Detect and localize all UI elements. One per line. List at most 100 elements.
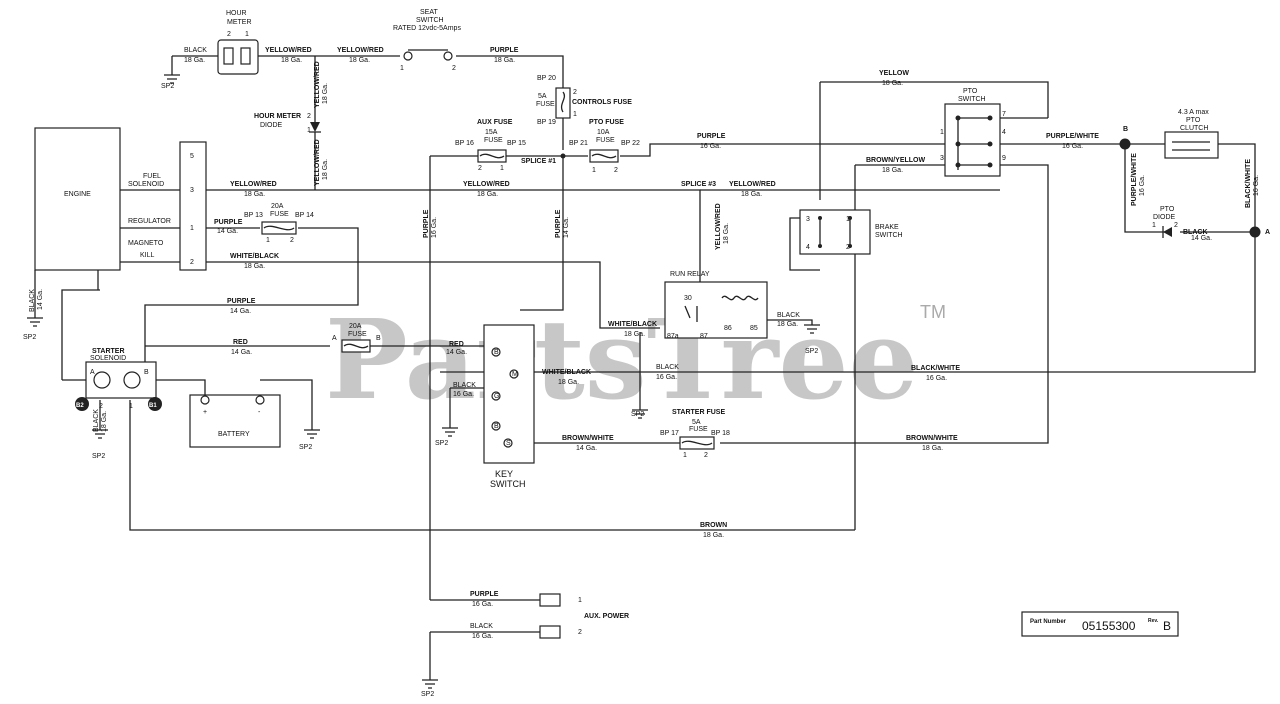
battery: + - BATTERY: [189, 394, 281, 448]
revision: B: [1163, 619, 1171, 633]
run-relay: RUN RELAY 30 86 85 87a 87 SPLICE #3: [664, 181, 768, 340]
svg-text:18 Ga.: 18 Ga.: [244, 263, 265, 270]
svg-text:BLACK: BLACK: [1183, 229, 1208, 236]
regulator-fuse: 20A FUSE BP 13 BP 14 1 2: [244, 203, 314, 244]
part-number-box: Part Number 05155300 Rev. B: [1021, 611, 1179, 637]
svg-text:3: 3: [190, 187, 194, 194]
starter-fuse: STARTER FUSE 5A FUSE BP 17 BP 18 1 2: [660, 409, 730, 459]
svg-text:BROWN/YELLOW: BROWN/YELLOW: [866, 157, 925, 164]
svg-text:BROWN/WHITE: BROWN/WHITE: [906, 435, 958, 442]
svg-text:YELLOW/RED: YELLOW/RED: [314, 139, 321, 186]
svg-text:B2: B2: [76, 403, 84, 409]
svg-text:BP 22: BP 22: [621, 140, 640, 147]
svg-text:1: 1: [400, 65, 404, 72]
svg-text:YELLOW/RED: YELLOW/RED: [715, 203, 722, 250]
svg-text:PURPLE/WHITE: PURPLE/WHITE: [1131, 153, 1138, 206]
svg-text:14 Ga.: 14 Ga.: [230, 308, 251, 315]
svg-text:PURPLE: PURPLE: [423, 209, 430, 238]
watermark-tm: TM: [920, 302, 946, 322]
svg-text:5: 5: [190, 153, 194, 160]
svg-text:HOUR: HOUR: [226, 10, 247, 17]
svg-text:PURPLE: PURPLE: [490, 47, 519, 54]
svg-text:1: 1: [578, 597, 582, 604]
svg-text:PURPLE: PURPLE: [227, 298, 256, 305]
engine-block: ENGINE FUEL SOLENOID REGULATOR MAGNETO K…: [34, 127, 207, 271]
svg-text:M: M: [512, 371, 518, 378]
svg-text:1: 1: [846, 216, 850, 223]
svg-text:B: B: [494, 349, 499, 356]
part-number-label: Part Number: [1030, 619, 1067, 625]
svg-text:SOLENOID: SOLENOID: [128, 181, 164, 188]
svg-text:DIODE: DIODE: [260, 122, 283, 129]
red-fuse: 20A FUSE A B: [332, 323, 381, 353]
svg-text:2: 2: [227, 31, 231, 38]
svg-text:PURPLE: PURPLE: [470, 591, 499, 598]
svg-text:WHITE/BLACK: WHITE/BLACK: [230, 253, 279, 260]
svg-text:18 Ga.: 18 Ga.: [101, 411, 108, 432]
starter-solenoid: STARTER SOLENOID A B B2 B1 2 1: [75, 348, 162, 411]
svg-text:18 Ga.: 18 Ga.: [322, 83, 329, 104]
svg-text:20A: 20A: [271, 203, 284, 210]
svg-text:G: G: [494, 393, 499, 400]
svg-text:FUSE: FUSE: [348, 331, 367, 338]
key-switch: B M G B S KEY SWITCH: [483, 324, 535, 489]
svg-text:1: 1: [266, 237, 270, 244]
svg-text:1: 1: [190, 225, 194, 232]
svg-text:BP 17: BP 17: [660, 430, 679, 437]
svg-text:15A: 15A: [485, 129, 498, 136]
svg-text:+: +: [203, 409, 207, 416]
svg-text:1: 1: [1152, 222, 1156, 229]
svg-text:B: B: [144, 369, 149, 376]
svg-text:2: 2: [846, 244, 850, 251]
svg-text:16 Ga.: 16 Ga.: [700, 143, 721, 150]
svg-text:BRAKE: BRAKE: [875, 224, 899, 231]
svg-text:AUX FUSE: AUX FUSE: [477, 119, 513, 126]
svg-text:SP2: SP2: [299, 444, 312, 451]
svg-text:BP 15: BP 15: [507, 140, 526, 147]
svg-text:14 Ga.: 14 Ga.: [231, 349, 252, 356]
svg-text:YELLOW/RED: YELLOW/RED: [314, 61, 321, 108]
controls-fuse: BP 20 BP 19 5A FUSE CONTROLS FUSE 2 1: [536, 75, 632, 159]
svg-text:BLACK: BLACK: [93, 409, 100, 432]
svg-text:YELLOW: YELLOW: [879, 70, 909, 77]
svg-text:FUSE: FUSE: [689, 426, 708, 433]
svg-text:PURPLE: PURPLE: [697, 133, 726, 140]
svg-text:7: 7: [1002, 111, 1006, 118]
svg-text:4: 4: [1002, 129, 1006, 136]
svg-text:3: 3: [806, 216, 810, 223]
pto-clutch: 4.3 A max PTO CLUTCH B: [1119, 109, 1219, 159]
svg-text:BLACK: BLACK: [470, 623, 493, 630]
svg-text:FUSE: FUSE: [270, 211, 289, 218]
svg-text:1: 1: [573, 111, 577, 118]
svg-text:YELLOW/RED: YELLOW/RED: [265, 47, 312, 54]
svg-text:SPLICE #3: SPLICE #3: [681, 181, 716, 188]
svg-text:PURPLE: PURPLE: [555, 209, 562, 238]
svg-text:16 Ga.: 16 Ga.: [1062, 143, 1083, 150]
svg-text:2: 2: [704, 452, 708, 459]
svg-text:87: 87: [700, 333, 708, 340]
svg-text:18 Ga.: 18 Ga.: [322, 159, 329, 180]
hour-meter-diode: HOUR METER DIODE 2 1: [254, 113, 321, 140]
svg-text:SP2: SP2: [421, 691, 434, 698]
svg-text:2: 2: [573, 89, 577, 96]
svg-text:REGULATOR: REGULATOR: [128, 218, 171, 225]
svg-text:4.3 A max: 4.3 A max: [1178, 109, 1209, 116]
svg-text:RATED 12vdc-5Amps: RATED 12vdc-5Amps: [393, 25, 461, 32]
svg-text:18 Ga.: 18 Ga.: [882, 80, 903, 87]
svg-text:4: 4: [806, 244, 810, 251]
svg-text:A: A: [90, 369, 95, 376]
svg-text:PURPLE/WHITE: PURPLE/WHITE: [1046, 133, 1099, 140]
svg-text:MAGNETO: MAGNETO: [128, 240, 164, 247]
svg-text:YELLOW/RED: YELLOW/RED: [337, 47, 384, 54]
svg-text:A: A: [1265, 229, 1270, 236]
svg-text:18 Ga.: 18 Ga.: [922, 445, 943, 452]
svg-text:1: 1: [129, 403, 133, 410]
svg-text:SWITCH: SWITCH: [958, 96, 986, 103]
svg-text:SP2: SP2: [631, 411, 644, 418]
svg-text:14 Ga.: 14 Ga.: [576, 445, 597, 452]
svg-text:RED: RED: [233, 339, 248, 346]
svg-text:18 Ga.: 18 Ga.: [349, 57, 370, 64]
aux-power-connectors: 1 2 AUX. POWER: [539, 593, 629, 639]
svg-text:Rev.: Rev.: [1148, 618, 1159, 624]
